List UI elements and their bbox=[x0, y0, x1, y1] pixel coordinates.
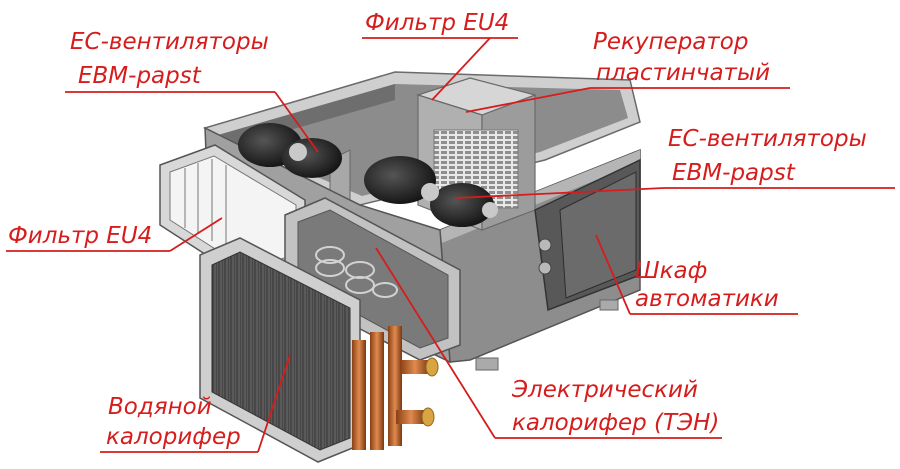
label-control-cabinet-line1: Шкаф bbox=[635, 258, 707, 284]
label-recuperator: Рекуператор пластинчатый bbox=[465, 29, 790, 113]
label-control-cabinet-line2: автоматики bbox=[635, 286, 779, 312]
fan-hub-icon bbox=[289, 143, 307, 161]
label-ec-fans-left: EC-вентиляторы EBM-papst bbox=[65, 29, 319, 153]
fan-hub-icon bbox=[482, 202, 498, 218]
label-recuperator-line2: пластинчатый bbox=[596, 60, 770, 86]
water-heater bbox=[199, 237, 439, 463]
control-cabinet bbox=[534, 158, 641, 312]
fans-right-group bbox=[364, 156, 498, 227]
filter-pleats bbox=[184, 159, 227, 248]
label-water-heater-line2: калорифер bbox=[106, 424, 241, 450]
unit-foot bbox=[599, 299, 619, 311]
heating-coils bbox=[315, 246, 398, 298]
fans-left-group bbox=[238, 123, 342, 178]
pipe-fitting-icon bbox=[421, 407, 435, 427]
label-ec-fans-left-line2: EBM-papst bbox=[78, 63, 202, 89]
label-filter-left: Фильтр EU4 bbox=[6, 217, 223, 252]
label-ec-fans-right-line1: EC-вентиляторы bbox=[668, 126, 867, 152]
filter-left bbox=[159, 144, 306, 281]
label-control-cabinet: Шкаф автоматики bbox=[595, 234, 798, 315]
label-recuperator-line1: Рекуператор bbox=[593, 29, 748, 55]
fan-icon bbox=[364, 156, 436, 204]
label-electric-heater: Электрический калорифер (ТЭН) bbox=[375, 247, 722, 439]
unit-foot bbox=[475, 357, 499, 371]
label-filter-left-text: Фильтр EU4 bbox=[8, 223, 152, 249]
cable-gland-icon bbox=[538, 261, 552, 275]
label-water-heater-line1: Водяной bbox=[108, 394, 212, 420]
label-electric-heater-line2: калорифер (ТЭН) bbox=[512, 410, 719, 436]
label-water-heater: Водяной калорифер bbox=[100, 354, 291, 453]
fan-hub-icon bbox=[421, 183, 439, 201]
label-ec-fans-left-line1: EC-вентиляторы bbox=[70, 29, 269, 55]
label-filter-top: Фильтр EU4 bbox=[362, 10, 518, 101]
copper-pipes bbox=[352, 326, 439, 450]
cabinet-door bbox=[559, 171, 637, 299]
label-filter-top-text: Фильтр EU4 bbox=[365, 10, 509, 36]
pipe-fitting-icon bbox=[425, 357, 439, 377]
cable-gland-icon bbox=[538, 238, 552, 252]
electric-heater bbox=[284, 197, 461, 361]
fan-icon bbox=[430, 183, 494, 227]
label-ec-fans-right-line2: EBM-papst bbox=[672, 160, 796, 186]
water-heater-fins bbox=[211, 251, 351, 451]
label-electric-heater-line1: Электрический bbox=[511, 377, 698, 403]
label-ec-fans-right: EC-вентиляторы EBM-papst bbox=[454, 126, 895, 199]
